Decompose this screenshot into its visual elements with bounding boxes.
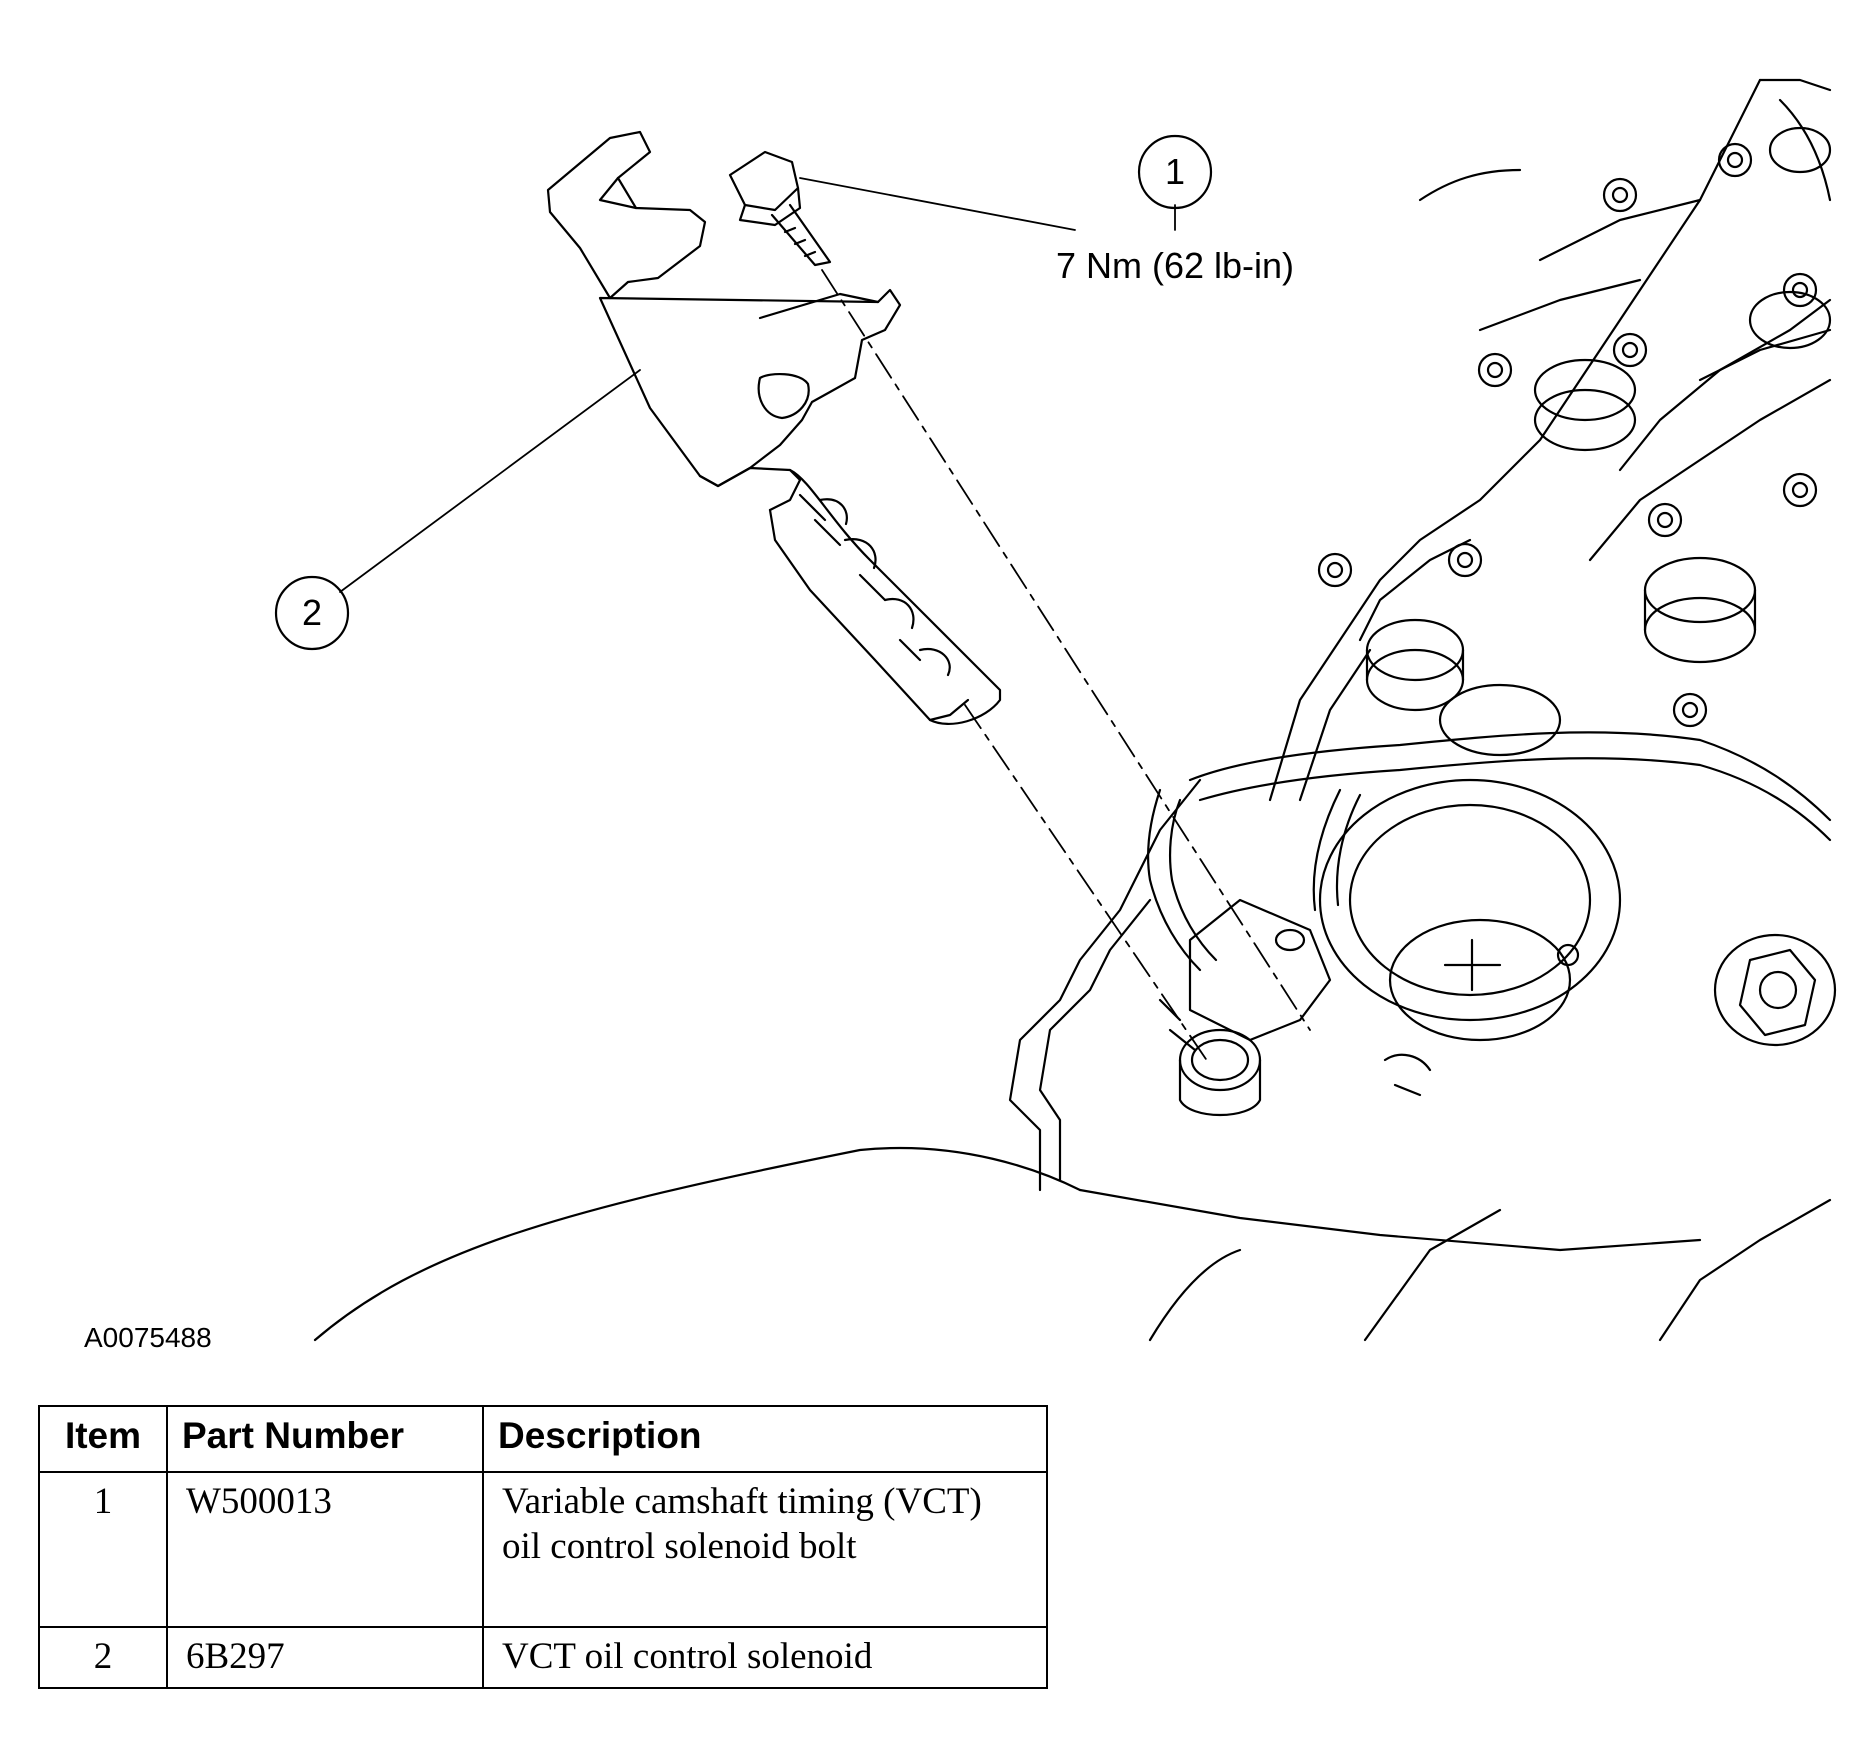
cell-description: Variable camshaft timing (VCT) oil contr… [482, 1471, 1048, 1628]
cell-description: VCT oil control solenoid [482, 1626, 1048, 1689]
callout-1-torque-label: 7 Nm (62 lb-in) [1056, 245, 1294, 286]
tensioner-bolt [1713, 933, 1837, 1047]
cell-part-number: W500013 [166, 1471, 484, 1628]
cell-item: 2 [38, 1626, 168, 1689]
vct-solenoid-bolt [728, 150, 832, 267]
camshaft-journals [1365, 126, 1832, 757]
header-item: Item [38, 1405, 168, 1473]
table-row: 2 6B297 VCT oil control solenoid [38, 1626, 1048, 1689]
head-bolts [1317, 142, 1818, 728]
callout-1-circle [1137, 134, 1213, 210]
callout-leaders [339, 177, 1176, 593]
cell-part-number: 6B297 [166, 1626, 484, 1689]
table-header-row: Item Part Number Description [38, 1405, 1048, 1473]
header-part-number: Part Number [166, 1405, 484, 1473]
timing-chain [1146, 731, 1832, 972]
engine-cylinder-head [313, 78, 1832, 1342]
solenoid-bore [1158, 898, 1432, 1116]
installation-lines [821, 269, 1311, 1066]
callout-1-number: 1 [1165, 151, 1185, 192]
parts-table: Item Part Number Description 1 W500013 V… [38, 1405, 1048, 1689]
callout-2-circle [274, 575, 350, 651]
camshaft-sprocket [1318, 778, 1622, 1042]
header-description: Description [482, 1405, 1048, 1473]
figure-id: A0075488 [84, 1322, 212, 1353]
cell-item: 1 [38, 1471, 168, 1628]
vct-oil-control-solenoid [546, 130, 1002, 725]
engine-illustration: 1 7 Nm (62 lb-in) 2 [274, 78, 1837, 1342]
callout-2-number: 2 [302, 592, 322, 633]
table-row: 1 W500013 Variable camshaft timing (VCT)… [38, 1471, 1048, 1628]
